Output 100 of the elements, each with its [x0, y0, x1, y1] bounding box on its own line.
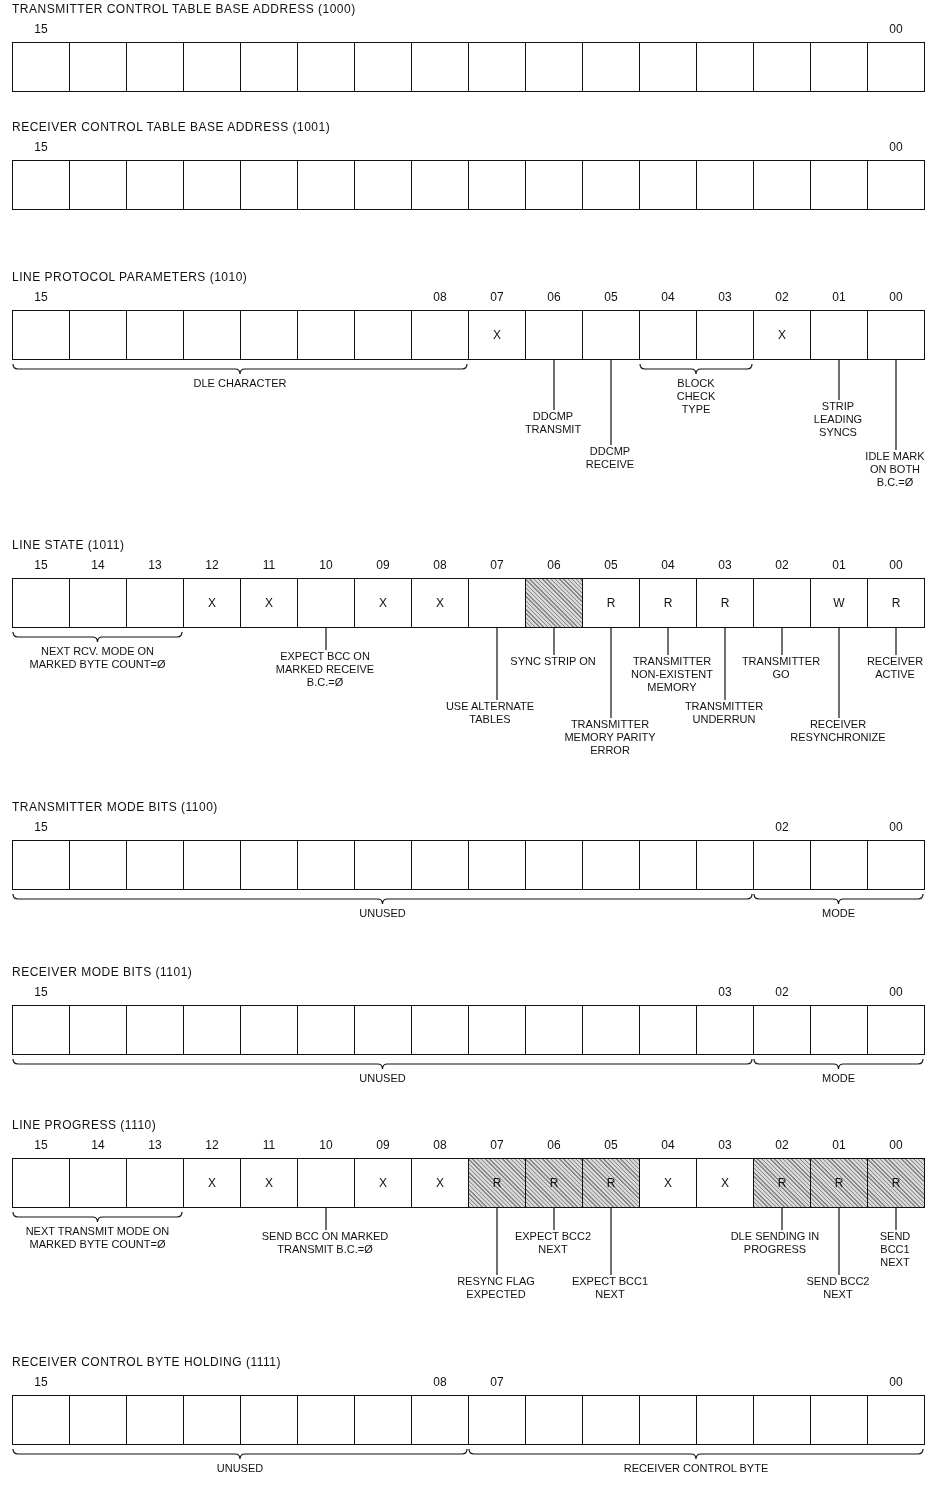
bit-cell [126, 1158, 184, 1208]
bit-cell [696, 1005, 754, 1055]
leader-line [667, 627, 669, 656]
bit-number: 14 [90, 558, 106, 572]
bit-number: 15 [33, 558, 49, 572]
field-description: RESYNC FLAG EXPECTED [456, 1275, 536, 1301]
bit-cell [354, 840, 412, 890]
bit-number: 10 [318, 558, 334, 572]
bit-cell [468, 578, 526, 628]
bit-number: 00 [888, 22, 904, 36]
bit-cell [525, 42, 583, 92]
bit-cell [810, 840, 868, 890]
bit-cell [810, 1395, 868, 1445]
bit-number: 01 [831, 558, 847, 572]
bit-cell [183, 160, 241, 210]
bit-cell [354, 1395, 412, 1445]
bit-cell [867, 310, 925, 360]
bit-cell [411, 1395, 469, 1445]
register [12, 965, 925, 1055]
register [12, 1118, 925, 1208]
bit-cell [126, 578, 184, 628]
bit-number: 08 [432, 1375, 448, 1389]
leader-line [553, 1207, 555, 1231]
bit-number: 07 [489, 1138, 505, 1152]
bit-cell [753, 1005, 811, 1055]
bit-cell: R [867, 1158, 925, 1208]
bit-number: 03 [717, 985, 733, 999]
bit-cell [12, 160, 70, 210]
bit-number: 02 [774, 290, 790, 304]
leader-line [781, 1207, 783, 1231]
bit-number: 04 [660, 558, 676, 572]
bit-number: 03 [717, 558, 733, 572]
bit-cell [12, 310, 70, 360]
bit-number: 15 [33, 1375, 49, 1389]
bit-cell [183, 310, 241, 360]
leader-line [496, 1207, 498, 1276]
bit-cell [354, 1005, 412, 1055]
bit-cell [639, 1005, 697, 1055]
bit-cell: R [582, 1158, 640, 1208]
bit-cell: X [696, 1158, 754, 1208]
bit-number: 08 [432, 558, 448, 572]
bit-number: 13 [147, 558, 163, 572]
bit-number: 06 [546, 1138, 562, 1152]
register [12, 270, 925, 360]
bit-cell: X [639, 1158, 697, 1208]
bit-number: 09 [375, 558, 391, 572]
bit-cell [126, 840, 184, 890]
bit-cell: X [354, 578, 412, 628]
bit-number: 08 [432, 290, 448, 304]
bit-cell [12, 840, 70, 890]
bit-cell [639, 310, 697, 360]
field-description: USE ALTERNATE TABLES [435, 700, 545, 726]
bit-number: 15 [33, 1138, 49, 1152]
bit-number: 15 [33, 22, 49, 36]
leader-line [838, 359, 840, 401]
bit-cell [582, 840, 640, 890]
bit-cell [810, 42, 868, 92]
bit-cell [468, 160, 526, 210]
bit-number: 13 [147, 1138, 163, 1152]
bit-cell [297, 160, 355, 210]
bit-cell [696, 1395, 754, 1445]
bit-cell [297, 1395, 355, 1445]
leader-line [838, 1207, 840, 1276]
field-description: SYNC STRIP ON [508, 655, 598, 668]
bit-number: 11 [261, 1138, 277, 1152]
leader-line [610, 359, 612, 446]
bit-cell [468, 1395, 526, 1445]
bit-cell [69, 1158, 127, 1208]
bit-cell [126, 310, 184, 360]
field-description: EXPECT BCC2 NEXT [508, 1230, 598, 1256]
bit-cell [525, 310, 583, 360]
bit-cell [753, 1395, 811, 1445]
bit-cell [468, 42, 526, 92]
field-description: DDCMP RECEIVE [570, 445, 650, 471]
bit-number: 14 [90, 1138, 106, 1152]
bit-cell [240, 310, 298, 360]
bit-cell [240, 1395, 298, 1445]
bit-number: 05 [603, 290, 619, 304]
bit-cell: X [240, 1158, 298, 1208]
leader-line [553, 359, 555, 411]
bit-cell [525, 840, 583, 890]
register [12, 120, 925, 210]
bit-cell [411, 42, 469, 92]
bit-cell: W [810, 578, 868, 628]
register-title: RECEIVER MODE BITS (1101) [12, 965, 193, 979]
bit-number: 07 [489, 558, 505, 572]
bit-cell [297, 840, 355, 890]
field-description: IDLE MARK ON BOTH B.C.=Ø [864, 450, 926, 489]
bit-cell [183, 1005, 241, 1055]
leader-line [610, 1207, 612, 1276]
leader-line [496, 627, 498, 701]
field-description: SEND BCC1 NEXT [866, 1230, 924, 1269]
bit-number: 00 [888, 558, 904, 572]
bit-cell: R [468, 1158, 526, 1208]
bit-cell: R [753, 1158, 811, 1208]
bit-cell: X [468, 310, 526, 360]
field-description: DDCMP TRANSMIT [511, 410, 595, 436]
bit-cell [69, 1395, 127, 1445]
leader-line [895, 1207, 897, 1231]
bit-cell: X [354, 1158, 412, 1208]
